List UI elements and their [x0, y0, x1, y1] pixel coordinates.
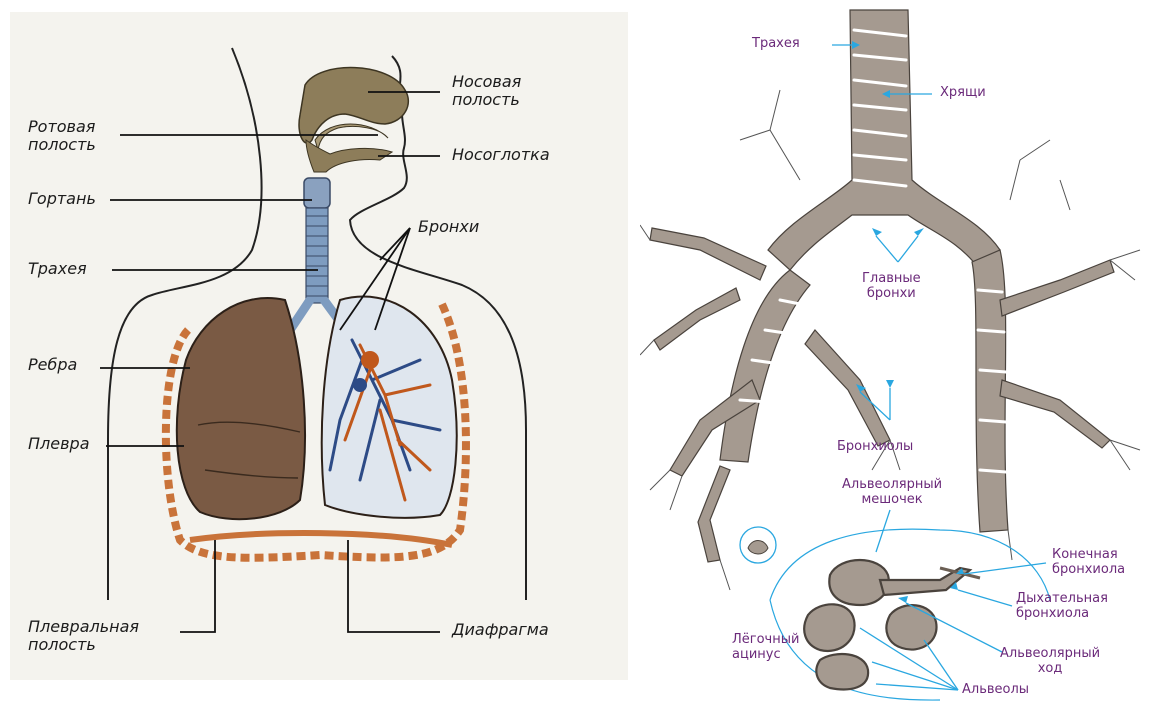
label-alveolar-sac: Альвеолярный мешочек [842, 478, 942, 508]
label-oral-cavity: Ротовая полость [28, 118, 96, 155]
label-bronchioles: Бронхиолы [837, 440, 913, 455]
label-nasal-cavity: Носовая полость [452, 73, 521, 110]
label-bronchi: Бронхи [418, 218, 479, 236]
label-ribs: Ребра [28, 356, 77, 374]
label-cartilages: Хрящи [940, 86, 986, 101]
label-diaphragm: Диафрагма [452, 621, 549, 639]
respiratory-system-illustration [0, 0, 640, 701]
label-terminal-bronchiole: Конечная бронхиола [1052, 548, 1125, 578]
label-main-bronchi: Главные бронхи [862, 272, 921, 302]
label-pleura: Плевра [28, 435, 90, 453]
label-right-trachea: Трахея [752, 37, 800, 52]
respiratory-system-diagram: Носовая полость Ротовая полость Носоглот… [0, 0, 640, 701]
larynx-shape [304, 178, 330, 208]
acinus-marker [748, 541, 768, 555]
label-alveoli: Альвеолы [962, 683, 1029, 698]
label-lung-acinus: Лёгочный ацинус [732, 633, 799, 663]
bronchial-tree-diagram: Трахея Хрящи Главные бронхи Бронхиолы Ал… [640, 0, 1157, 701]
label-trachea: Трахея [28, 260, 87, 278]
label-alveolar-duct: Альвеолярный ход [1000, 647, 1100, 677]
label-nasopharynx: Носоглотка [452, 146, 550, 164]
label-respiratory-bronchiole: Дыхательная бронхиола [1016, 592, 1108, 622]
label-pleural-cavity: Плевральная полость [28, 618, 139, 655]
label-larynx: Гортань [28, 190, 96, 208]
